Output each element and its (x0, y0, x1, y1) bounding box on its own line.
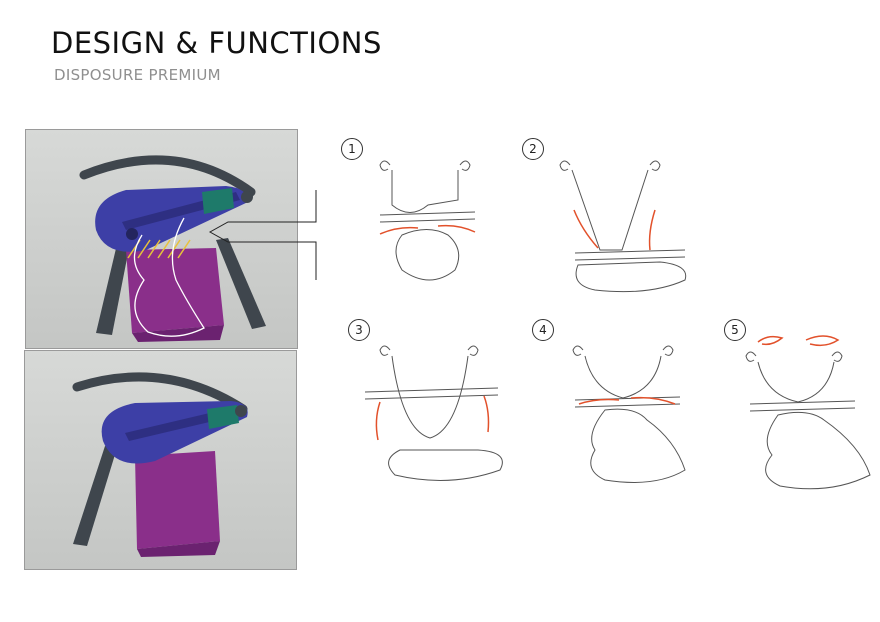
handle (72, 372, 248, 414)
step-1-badge: 1 (341, 138, 363, 160)
bag (126, 248, 224, 333)
green-panel (207, 405, 239, 429)
device-render-open-illustration (79, 155, 266, 342)
step-1-sketch (379, 160, 476, 281)
step-2-badge: 2 (522, 138, 544, 160)
cad-render-open (25, 129, 298, 349)
device-render-closed-illustration (72, 372, 248, 557)
handle (79, 155, 256, 197)
page-subtitle: DISPOSURE PREMIUM (54, 66, 221, 84)
step-4-sketch (572, 345, 686, 483)
step-4-badge: 4 (532, 319, 554, 341)
left-leg (96, 240, 130, 335)
step-3-sketch (364, 345, 503, 481)
right-leg (216, 238, 266, 329)
step-2-sketch (559, 160, 687, 293)
step-5-badge: 5 (724, 319, 746, 341)
step-3-badge: 3 (348, 319, 370, 341)
page-title: DESIGN & FUNCTIONS (51, 26, 382, 60)
hatch-area (127, 239, 191, 259)
step-5-sketch (745, 335, 871, 490)
cad-render-closed (24, 350, 297, 570)
bag (135, 451, 220, 549)
left-leg (73, 446, 117, 546)
